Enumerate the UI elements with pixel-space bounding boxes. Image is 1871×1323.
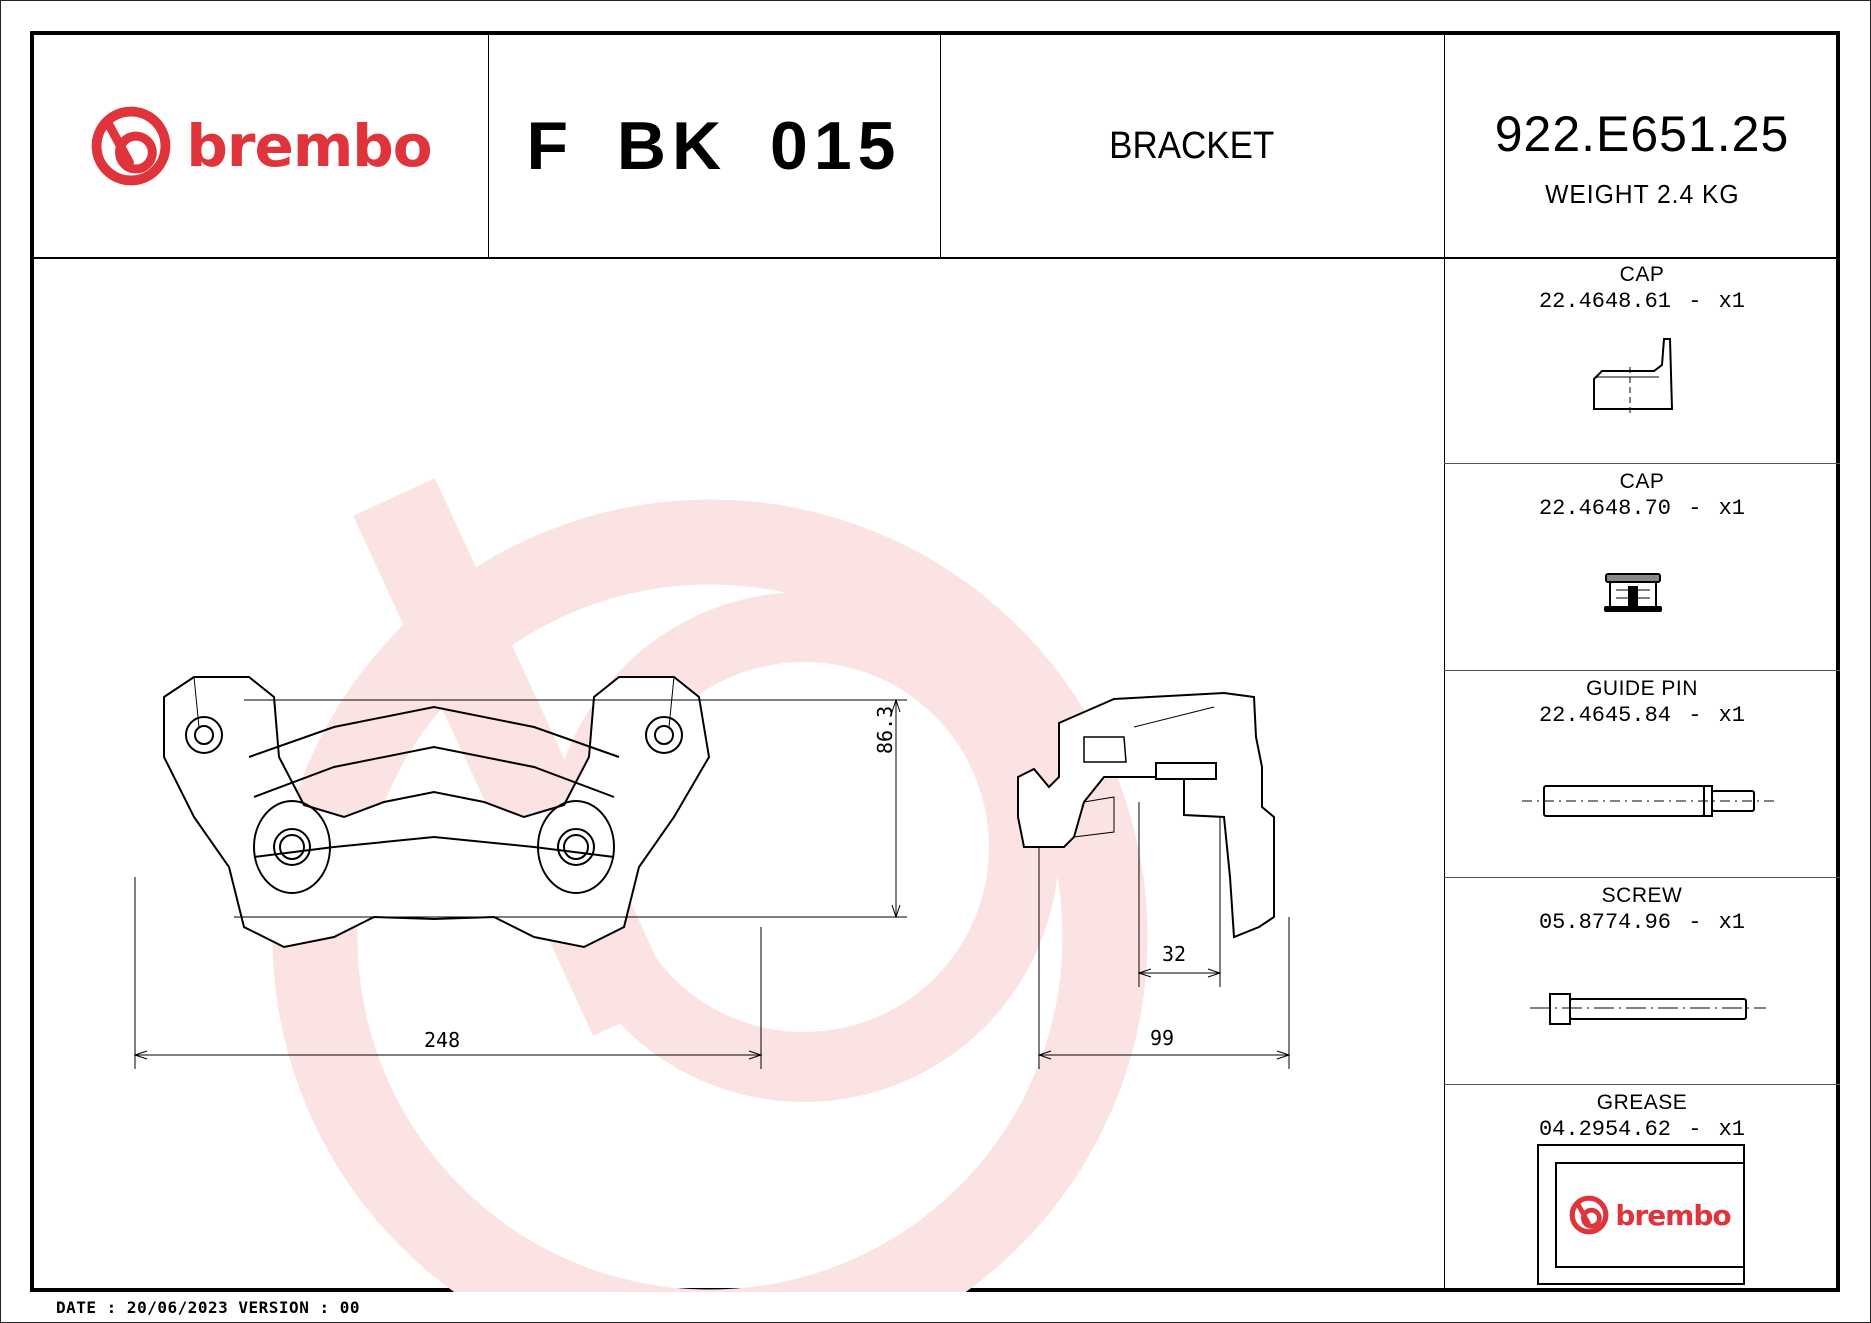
- part-item-cap-2: CAP 22.4648.70 - x1: [1444, 464, 1840, 671]
- part-ref: 04.2954.62 - x1: [1538, 1117, 1746, 1142]
- divider: [940, 35, 941, 257]
- grease-brand-name: brembo: [1615, 1198, 1731, 1232]
- divider: [1444, 35, 1445, 1292]
- dimension-lines-side: [1037, 802, 1291, 1069]
- part-item-cap-1: CAP 22.4648.61 - x1: [1444, 257, 1840, 464]
- grease-pack-icon: brembo: [1537, 1144, 1745, 1285]
- dimension-lines-front: [133, 698, 907, 1069]
- part-name: CAP: [1619, 263, 1665, 286]
- part-name: SCREW: [1601, 884, 1683, 907]
- cap-plug-icon: [1604, 573, 1662, 612]
- cap-angled-icon: [1593, 338, 1674, 413]
- part-number: 922.E651.25: [1494, 105, 1790, 162]
- part-ref: 05.8774.96 - x1: [1538, 910, 1746, 935]
- part-ref: 22.4648.61 - x1: [1538, 289, 1746, 314]
- drawing-canvas: 86.3 248 32 99: [133, 478, 1291, 1292]
- part-name: GUIDE PIN: [1586, 677, 1698, 700]
- parts-list: CAP 22.4648.61 - x1 CAP 22.4648.70 - x1 …: [1444, 257, 1840, 1292]
- technical-drawing: 86.3 248 32 99: [34, 257, 1444, 1292]
- product-code: F BK 015: [526, 108, 902, 184]
- grease-label: brembo: [1555, 1162, 1745, 1268]
- bracket-front-view: [163, 676, 711, 949]
- part-name: GREASE: [1596, 1091, 1688, 1114]
- guide-pin-icon: [1522, 785, 1774, 817]
- product-code-cell: F BK 015: [488, 35, 940, 257]
- part-item-grease: GREASE 04.2954.62 - x1 brembo: [1444, 1085, 1840, 1292]
- product-type-cell: BRACKET: [940, 35, 1444, 257]
- dimension-gap-label: 32: [1162, 942, 1186, 966]
- brand-logo: brembo: [90, 105, 433, 187]
- part-ref: 22.4648.70 - x1: [1538, 496, 1746, 521]
- brand-logo-cell: brembo: [34, 35, 488, 257]
- part-item-guide-pin: GUIDE PIN 22.4645.84 - x1: [1444, 671, 1840, 878]
- dimension-height-label: 86.3: [873, 706, 897, 754]
- part-ref: 22.4645.84 - x1: [1538, 703, 1746, 728]
- part-number-cell: 922.E651.25 WEIGHT 2.4 KG: [1444, 35, 1840, 257]
- brembo-mark-icon: [1569, 1195, 1609, 1235]
- brembo-mark-icon: [91, 106, 171, 186]
- screw-icon: [1530, 993, 1766, 1025]
- part-item-screw: SCREW 05.8774.96 - x1: [1444, 878, 1840, 1085]
- dimension-depth-label: 99: [1150, 1026, 1174, 1050]
- footer-date-version: DATE : 20/06/2023 VERSION : 00: [56, 1298, 360, 1317]
- dimension-width-label: 248: [424, 1028, 460, 1052]
- weight-label: WEIGHT 2.4 KG: [1544, 178, 1740, 209]
- divider: [488, 35, 489, 257]
- bracket-side-view: [1017, 691, 1275, 939]
- drawing-sheet: brembo F BK 015 BRACKET 922.E651.25 WEIG…: [30, 31, 1840, 1292]
- brand-name: brembo: [186, 112, 432, 180]
- title-block-divider: [34, 257, 1840, 259]
- product-type: BRACKET: [1109, 124, 1275, 167]
- part-name: CAP: [1619, 470, 1665, 493]
